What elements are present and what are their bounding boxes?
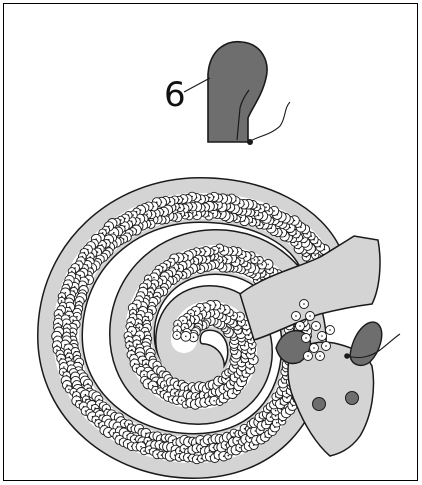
sequin-center <box>132 307 134 309</box>
leader-line <box>184 78 210 92</box>
sequin-center <box>219 247 221 249</box>
sequin-center <box>259 260 261 262</box>
sequin-center <box>213 400 215 402</box>
sequin-center <box>190 313 192 315</box>
sequin-center <box>241 322 243 324</box>
sequin-center <box>61 300 63 302</box>
sequin-center <box>176 329 178 331</box>
sequin-center <box>261 264 263 266</box>
sequin-center <box>273 210 275 212</box>
sequin-center <box>177 323 179 325</box>
sequin-center <box>309 315 311 317</box>
knot-dot <box>247 139 253 145</box>
sequin-center <box>143 450 145 452</box>
sequin-center <box>85 394 87 396</box>
sequin-center <box>205 307 207 309</box>
sequin-center <box>184 327 186 329</box>
sequin-center <box>321 335 323 337</box>
sequin-center <box>164 384 166 386</box>
sequin-center <box>246 324 248 326</box>
left-eye <box>313 398 326 411</box>
sequin-center <box>183 448 185 450</box>
sequin-center <box>329 329 331 331</box>
sequin-center <box>140 446 142 448</box>
sequin-center <box>251 344 253 346</box>
sequin-center <box>139 327 141 329</box>
sequin-center <box>303 303 305 305</box>
right-eye <box>346 392 359 405</box>
sequin-center <box>131 330 133 332</box>
sequin-center <box>113 232 115 234</box>
sequin-center <box>143 374 145 376</box>
sequin-center <box>251 349 253 351</box>
craft-illustration <box>4 4 419 482</box>
sequin-center <box>313 347 315 349</box>
sequin-center <box>319 355 321 357</box>
sequin-center <box>254 259 256 261</box>
sequin-center <box>146 213 148 215</box>
sequin-center <box>232 393 234 395</box>
sequin-center <box>152 385 154 387</box>
sequin-center <box>132 214 134 216</box>
sequin-center <box>139 335 141 337</box>
sequin-center <box>155 389 157 391</box>
sequin-center <box>218 259 220 261</box>
sequin-center <box>195 310 197 312</box>
sequin-center <box>275 410 277 412</box>
sequin-center <box>239 447 241 449</box>
sequin-center <box>129 345 131 347</box>
sequin-center <box>153 277 155 279</box>
sequin-center <box>305 337 307 339</box>
sequin-center <box>325 345 327 347</box>
sequin-center <box>276 422 278 424</box>
sequin-center <box>307 355 309 357</box>
sequin-center <box>182 320 184 322</box>
sequin-center <box>265 206 267 208</box>
sequin-center <box>228 455 230 457</box>
sequined-spiral-body-icon <box>52 192 334 463</box>
thread-line <box>250 102 290 141</box>
sequin-center <box>236 440 238 442</box>
sequin-center <box>249 369 251 371</box>
sequin-center <box>63 366 65 368</box>
sequin-center <box>270 416 272 418</box>
sequin-center <box>185 336 187 338</box>
felt-ear-cutout-icon <box>184 42 290 145</box>
sequin-center <box>233 315 235 317</box>
sequin-center <box>268 211 270 213</box>
knot-dot <box>344 353 350 359</box>
sequin-center <box>176 335 178 337</box>
sequin-center <box>267 264 269 266</box>
right-ear <box>350 322 382 365</box>
sequin-center <box>68 389 70 391</box>
sequin-center <box>193 336 195 338</box>
sequin-center <box>295 315 297 317</box>
sequin-center <box>65 292 67 294</box>
sequin-center <box>314 255 316 257</box>
sequin-center <box>239 316 241 318</box>
sequin-center <box>299 325 301 327</box>
sequin-center <box>315 325 317 327</box>
sequin-center <box>181 399 183 401</box>
sequin-center <box>145 363 147 365</box>
sequin-center <box>253 359 255 361</box>
illustration-frame: 6 <box>3 3 418 481</box>
